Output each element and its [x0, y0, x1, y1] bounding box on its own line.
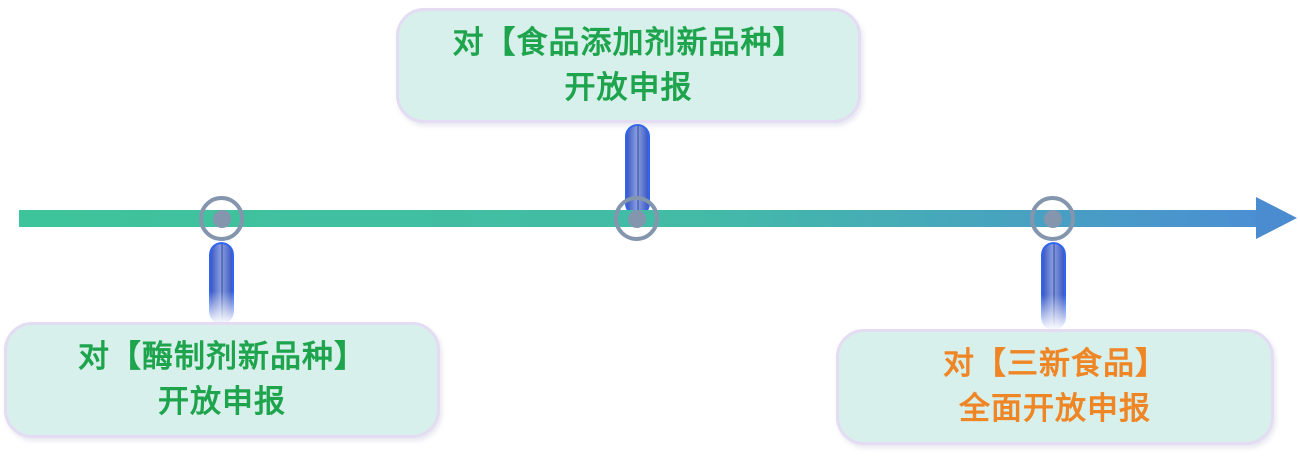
callout-line-1: 对【食品添加剂新品种】	[452, 24, 805, 61]
callout-line-2: 开放申报	[158, 384, 286, 420]
marker-dot-icon	[212, 209, 231, 228]
callout-line-2: 开放申报	[564, 69, 693, 106]
timeline-marker-enzyme	[199, 196, 244, 241]
connector-enzyme	[209, 242, 234, 324]
callout-line-2: 全面开放申报	[959, 391, 1151, 427]
callout-food-additive-new-varieties: 对【食品添加剂新品种】 开放申报	[396, 8, 861, 123]
connector-three-new-foods	[1041, 242, 1066, 330]
callout-line-1: 对【三新食品】	[943, 346, 1167, 382]
marker-dot-icon	[627, 209, 646, 228]
axis-arrowhead-icon	[1256, 197, 1297, 239]
timeline-marker-three-new-foods	[1030, 196, 1075, 241]
timeline-marker-food-additive	[614, 196, 659, 241]
marker-dot-icon	[1043, 209, 1062, 228]
callout-enzyme-new-varieties: 对【酶制剂新品种】 开放申报	[4, 322, 440, 438]
callout-line-1: 对【酶制剂新品种】	[78, 339, 366, 375]
callout-three-new-foods: 对【三新食品】 全面开放申报	[836, 329, 1274, 445]
